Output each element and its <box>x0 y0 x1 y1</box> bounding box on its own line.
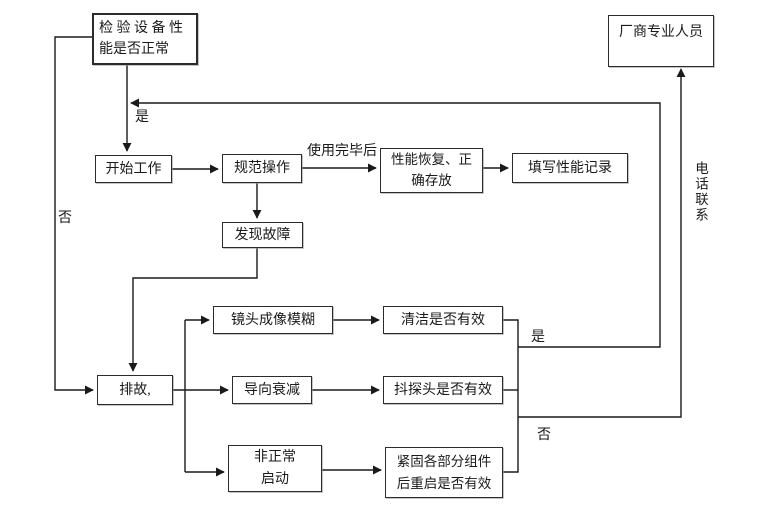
edge-fault-to-troubleshoot <box>128 248 258 372</box>
node-guide-attenuation: 导向衰减 <box>232 376 312 404</box>
edge-no-to-vendor <box>518 68 686 418</box>
node-fill-record: 填写性能记录 <box>512 153 628 183</box>
node-fault-found: 发现故障 <box>222 222 303 248</box>
node-standard-operation: 规范操作 <box>222 154 302 183</box>
node-lens-blurry: 镜头成像模糊 <box>213 306 333 334</box>
node-troubleshoot: 排故, <box>97 375 173 405</box>
edge-label-phone-contact: 电话联系 <box>693 161 708 223</box>
edge-label-yes-top: 是 <box>135 110 149 125</box>
edge-label-no-right: 否 <box>537 428 551 443</box>
node-clean-effective: 清洁是否有效 <box>383 306 503 334</box>
node-start-work: 开始工作 <box>95 155 172 183</box>
edge-label-no-left: 否 <box>58 211 72 226</box>
edge-label-yes-right: 是 <box>531 330 545 345</box>
edge-yes-return <box>130 98 661 348</box>
edge-collector <box>503 319 519 473</box>
node-tighten-restart-effective: 紧固各部分组件 后重启是否有效 <box>385 447 503 498</box>
edge-no-left <box>54 36 94 395</box>
node-abnormal-startup: 非正常 启动 <box>228 445 322 492</box>
node-vendor-personnel: 厂商专业人员 <box>608 15 714 67</box>
node-check-device: 检 验 设 备 性 能是否正常 <box>92 13 198 65</box>
node-shake-probe-effective: 抖探头是否有效 <box>383 376 503 404</box>
node-restore-storage: 性能恢复、正 确存放 <box>380 148 483 193</box>
edge-label-after-use: 使用完毕后 <box>307 144 377 159</box>
